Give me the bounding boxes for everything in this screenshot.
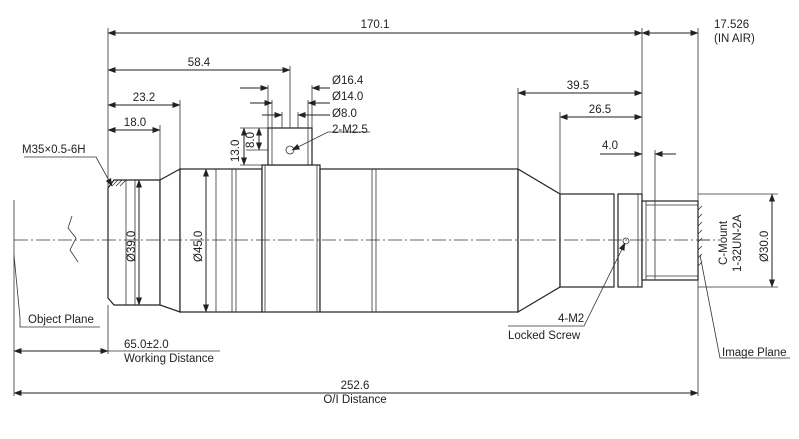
dia14-text: Ø14.0 — [332, 91, 363, 103]
dia45-text: Ø45.0 — [193, 231, 205, 262]
image-plane-text: Image Plane — [722, 347, 787, 359]
d18-text: 18.0 — [124, 117, 146, 129]
object-plane-text: Object Plane — [28, 314, 94, 326]
screws-text: 4-M2 — [558, 313, 584, 325]
h13-text: 13.0 — [230, 140, 242, 162]
working-distance-text: 65.0±2.0 — [124, 339, 169, 351]
cmount-text: C-Mount — [718, 220, 730, 265]
working-distance-label-text: Working Distance — [124, 353, 214, 365]
dimension-lines — [13, 28, 790, 396]
d58-text: 58.4 — [188, 57, 211, 69]
object-plane-marker — [13, 200, 21, 319]
dia16-text: Ø16.4 — [332, 75, 364, 87]
thread-front-text: M35×0.5-6H — [22, 144, 86, 156]
cmount-thread-text: 1-32UN-2A — [732, 214, 744, 272]
total-length-text: 170.1 — [361, 19, 390, 31]
d39-5-text: 39.5 — [567, 80, 589, 92]
d4-text: 4.0 — [602, 140, 618, 152]
back-focus-text: 17.526 — [714, 19, 749, 31]
back-focus-note-text: (IN AIR) — [714, 33, 755, 45]
d23-text: 23.2 — [133, 92, 155, 104]
oi-distance-label-text: O/I Distance — [323, 394, 386, 406]
d26-5-text: 26.5 — [589, 104, 611, 116]
h8-text: 8.0 — [245, 132, 257, 148]
screws-label-text: Locked Screw — [508, 330, 581, 342]
dia8-text: Ø8.0 — [332, 108, 357, 120]
dimension-texts: 170.1 17.526 (IN AIR) 58.4 23.2 18.0 39.… — [22, 19, 787, 406]
dia39-text: Ø39.0 — [126, 231, 138, 262]
lens-body — [107, 127, 703, 314]
holes-text: 2-M2.5 — [332, 124, 368, 136]
dia30-text: Ø30.0 — [759, 231, 771, 262]
oi-distance-text: 252.6 — [341, 380, 370, 392]
